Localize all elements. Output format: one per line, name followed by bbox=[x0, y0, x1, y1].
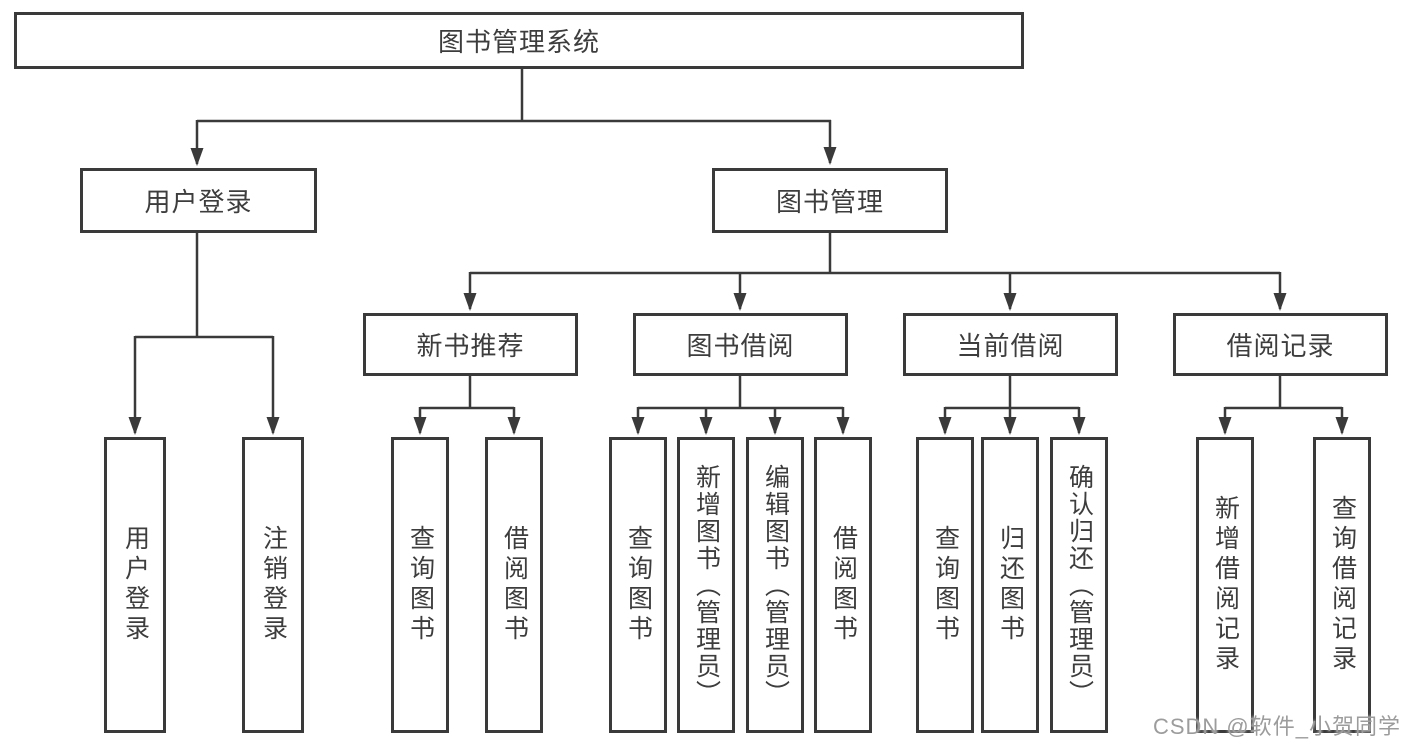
node-current-borrowing-label: 当前借阅 bbox=[956, 331, 1065, 361]
leaf-query-books-recommend-label: 查询图书 bbox=[406, 525, 435, 645]
leaf-query-borrow-record: 查询借阅记录 bbox=[1313, 437, 1371, 733]
connector-current-borrowing bbox=[938, 376, 1086, 435]
node-user-login: 用户登录 bbox=[80, 168, 317, 233]
leaf-edit-books-admin-label: 编辑图书（管理员） bbox=[761, 463, 790, 707]
leaf-query-books-current-label: 查询图书 bbox=[931, 525, 960, 645]
leaf-logout-label: 注销登录 bbox=[259, 525, 288, 645]
leaf-add-books-admin: 新增图书（管理员） bbox=[677, 437, 735, 733]
leaf-logout: 注销登录 bbox=[242, 437, 304, 733]
connector-book-management bbox=[463, 233, 1287, 311]
node-book-borrowing-label: 图书借阅 bbox=[686, 331, 795, 361]
leaf-return-books-label: 归还图书 bbox=[996, 525, 1025, 645]
leaf-user-login: 用户登录 bbox=[104, 437, 166, 733]
node-book-management: 图书管理 bbox=[712, 168, 948, 233]
node-user-login-label: 用户登录 bbox=[144, 187, 253, 217]
connector-borrowing-records bbox=[1218, 376, 1349, 435]
node-root: 图书管理系统 bbox=[14, 12, 1024, 69]
connector-book-borrowing bbox=[631, 376, 850, 435]
leaf-return-books: 归还图书 bbox=[981, 437, 1039, 733]
leaf-query-books-current: 查询图书 bbox=[916, 437, 974, 733]
leaf-user-login-label: 用户登录 bbox=[121, 525, 150, 645]
watermark: CSDN @软件_小贺同学 bbox=[1152, 714, 1401, 739]
leaf-query-borrow-record-label: 查询借阅记录 bbox=[1328, 495, 1357, 675]
node-borrowing-records-label: 借阅记录 bbox=[1226, 331, 1335, 361]
leaf-query-books-borrowing: 查询图书 bbox=[609, 437, 667, 733]
leaf-borrow-books-recommend: 借阅图书 bbox=[485, 437, 543, 733]
leaf-add-books-admin-label: 新增图书（管理员） bbox=[692, 463, 721, 707]
leaf-query-books-recommend: 查询图书 bbox=[391, 437, 449, 733]
connector-root bbox=[190, 69, 837, 166]
node-book-management-label: 图书管理 bbox=[775, 187, 884, 217]
node-current-borrowing: 当前借阅 bbox=[903, 313, 1118, 376]
node-new-book-recommend: 新书推荐 bbox=[363, 313, 578, 376]
leaf-borrow-books: 借阅图书 bbox=[814, 437, 872, 733]
leaf-confirm-return-admin-label: 确认归还（管理员） bbox=[1065, 463, 1094, 707]
leaf-borrow-books-label: 借阅图书 bbox=[829, 525, 858, 645]
leaf-query-books-borrowing-label: 查询图书 bbox=[624, 525, 653, 645]
leaf-confirm-return-admin: 确认归还（管理员） bbox=[1050, 437, 1108, 733]
node-book-borrowing: 图书借阅 bbox=[633, 313, 848, 376]
node-root-label: 图书管理系统 bbox=[437, 27, 600, 57]
leaf-borrow-books-recommend-label: 借阅图书 bbox=[500, 525, 529, 645]
leaf-add-borrow-record: 新增借阅记录 bbox=[1196, 437, 1254, 733]
connector-user-login bbox=[128, 233, 280, 435]
connector-new-book-recommend bbox=[413, 376, 521, 435]
leaf-add-borrow-record-label: 新增借阅记录 bbox=[1211, 495, 1240, 675]
node-new-book-recommend-label: 新书推荐 bbox=[416, 331, 525, 361]
node-borrowing-records: 借阅记录 bbox=[1173, 313, 1388, 376]
leaf-edit-books-admin: 编辑图书（管理员） bbox=[746, 437, 804, 733]
